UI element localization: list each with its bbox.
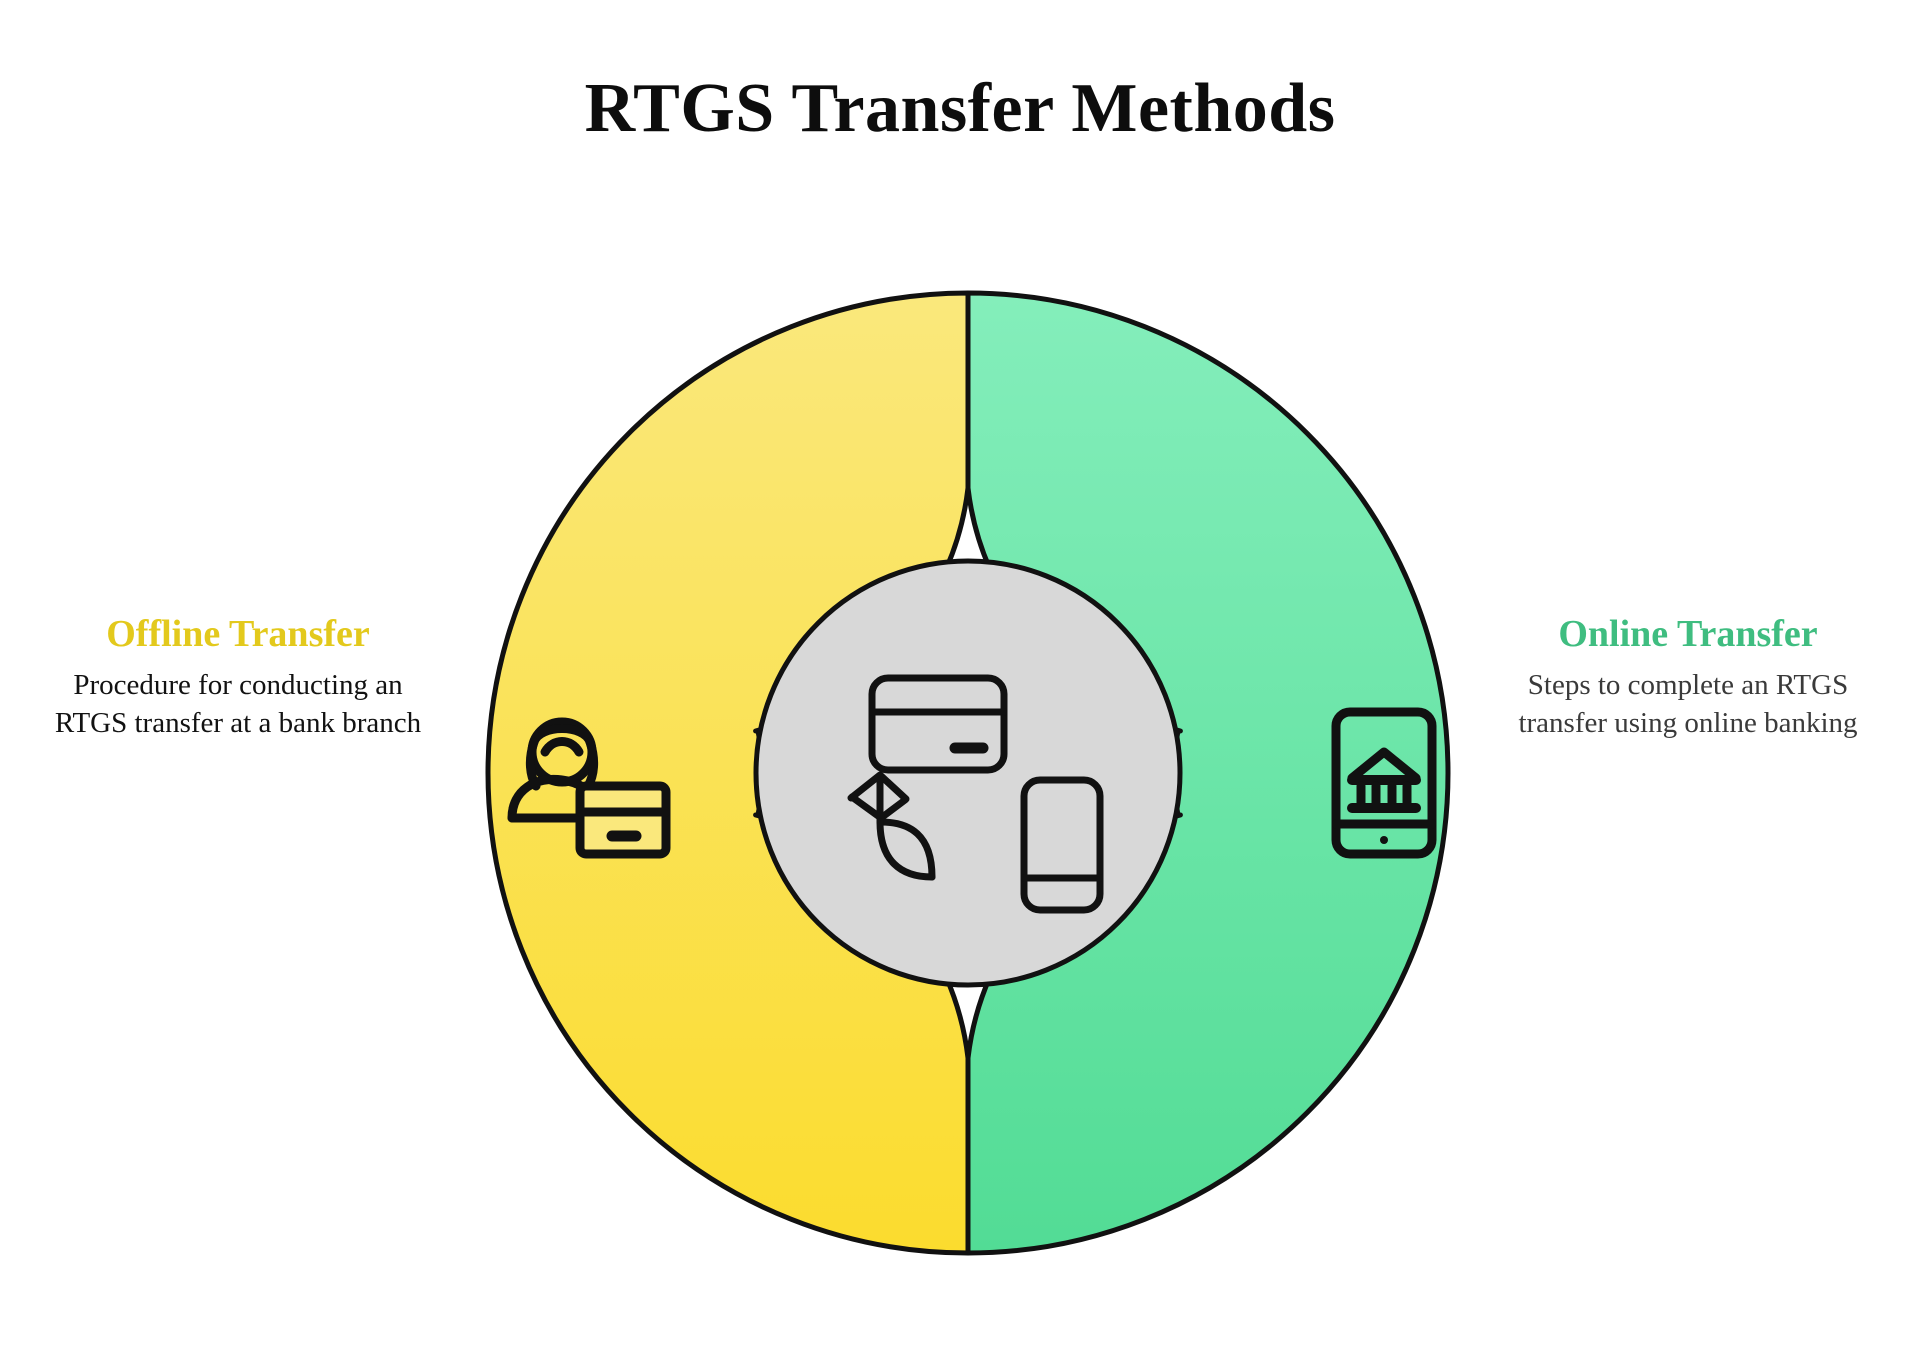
hub-icon-group [847, 674, 1104, 914]
curved-arrow-up-icon [847, 771, 936, 881]
panel-offline-body: Procedure for conducting an RTGS transfe… [54, 668, 422, 739]
page-title: RTGS Transfer Methods [584, 70, 1336, 147]
phone-with-bank-icon [1331, 707, 1437, 859]
panel-offline-transfer: Offline Transfer Procedure for conductin… [38, 612, 438, 742]
panel-online-transfer: Online Transfer Steps to complete an RTG… [1488, 612, 1888, 742]
panel-online-heading: Online Transfer [1558, 613, 1818, 655]
mobile-phone-icon [1020, 776, 1104, 914]
panel-online-body: Steps to complete an RTGS transfer using… [1518, 668, 1858, 739]
person-with-card-icon [507, 717, 671, 859]
panel-offline-heading: Offline Transfer [106, 613, 370, 655]
credit-card-icon [868, 674, 1008, 774]
